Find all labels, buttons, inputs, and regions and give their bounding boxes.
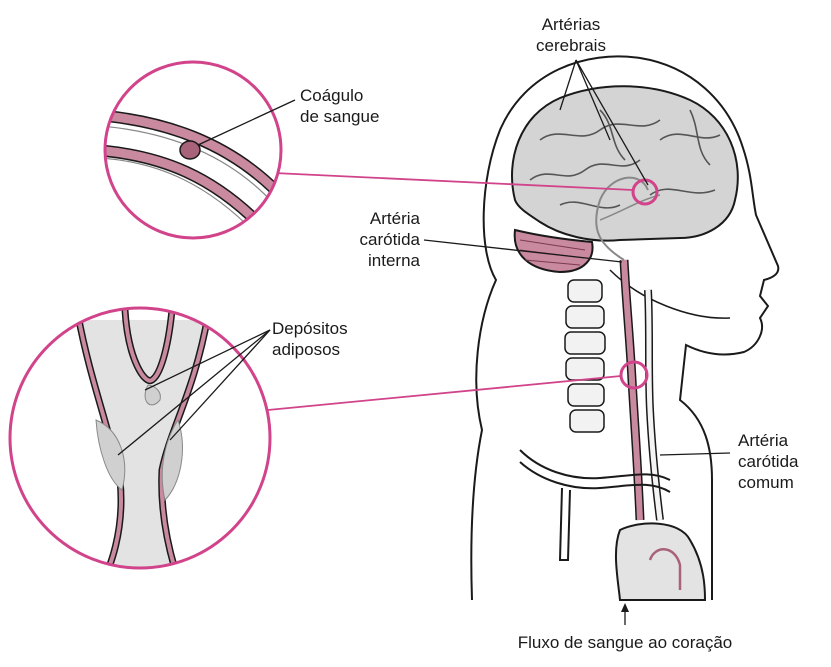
brain — [512, 86, 738, 240]
label-line: cerebrais — [516, 35, 626, 56]
heart-region — [616, 523, 705, 600]
label-line: Depósitos — [272, 318, 348, 339]
label-line: carótida — [330, 229, 420, 250]
label-line: interna — [330, 250, 420, 271]
clot-inset — [95, 62, 285, 238]
label-common-carotid: Artéria carótida comum — [738, 430, 798, 493]
label-line: adiposos — [272, 339, 348, 360]
deposits-inset — [10, 308, 270, 585]
label-line: Artéria — [738, 430, 798, 451]
label-line: comum — [738, 472, 798, 493]
label-line: Artérias — [516, 14, 626, 35]
spine — [565, 280, 605, 432]
label-line: Artéria — [330, 208, 420, 229]
label-cerebral-arteries: Artérias cerebrais — [516, 14, 626, 56]
label-blood-clot: Coágulo de sangue — [300, 85, 379, 127]
label-internal-carotid: Artéria carótida interna — [330, 208, 420, 271]
label-fat-deposits: Depósitos adiposos — [272, 318, 348, 360]
blood-clot — [180, 141, 200, 159]
flow-arrow-head — [621, 603, 629, 612]
label-blood-flow: Fluxo de sangue ao coração — [470, 632, 780, 653]
label-line: de sangue — [300, 106, 379, 127]
label-line: carótida — [738, 451, 798, 472]
label-line: Coágulo — [300, 85, 379, 106]
